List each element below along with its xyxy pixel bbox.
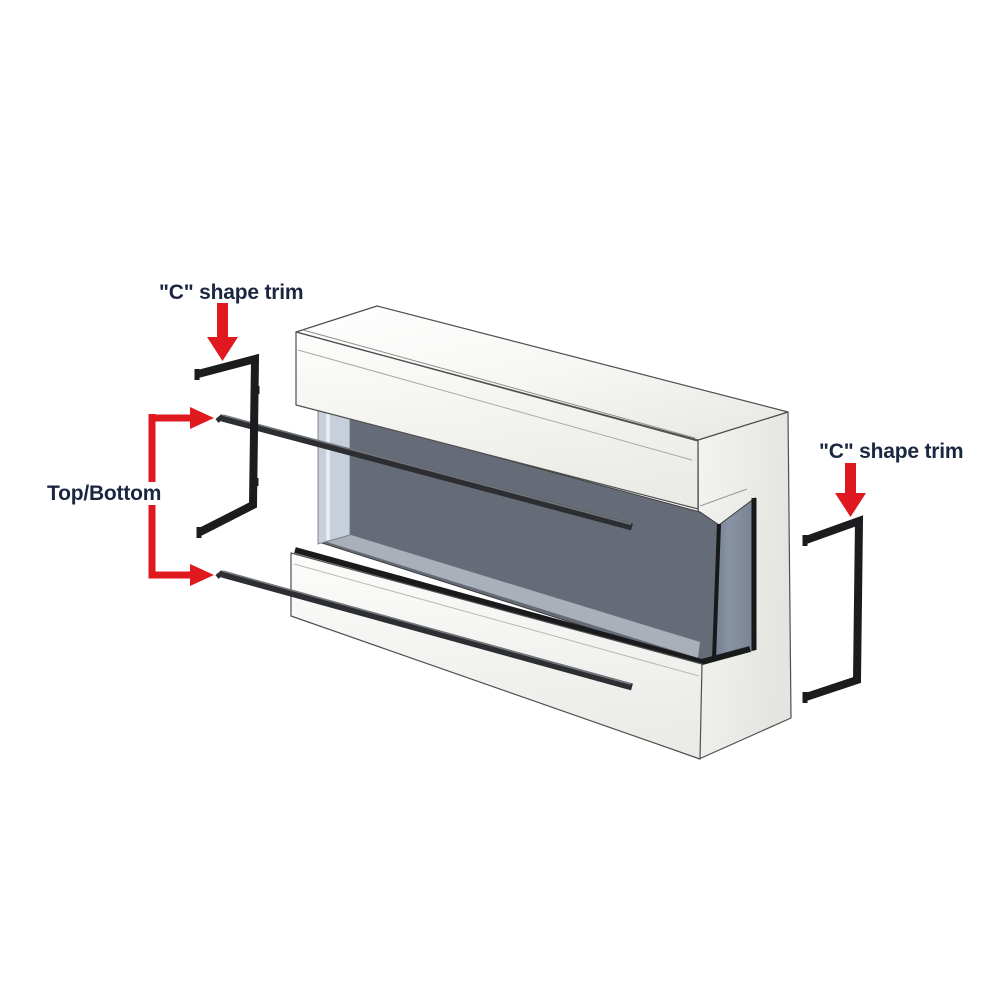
glass-bottom-frame — [294, 547, 751, 666]
top-bottom-label: Top/Bottom — [45, 482, 164, 505]
left-trim-down-arrow-icon — [207, 303, 238, 361]
left-c-trim — [194, 353, 260, 538]
bracket-bottom-arrow-icon — [148, 564, 214, 586]
header-top-face — [295, 305, 789, 441]
bracket-top-arrow-icon — [148, 407, 214, 429]
right-c-trim — [802, 515, 864, 703]
top-trim-bar — [215, 414, 633, 531]
header-front-seam — [297, 349, 693, 461]
right-trim-label: "C" shape trim — [819, 440, 964, 463]
base-sill-seam — [293, 563, 700, 677]
right-trim-down-arrow-icon — [835, 463, 866, 517]
header-top-chamfer — [302, 329, 696, 439]
glass-corner-mullion — [712, 523, 721, 660]
left-trim-label: "C" shape trim — [159, 281, 304, 304]
bottom-trim-bar — [215, 570, 633, 691]
firebox-floor — [324, 528, 700, 658]
right-panel-seam — [699, 488, 748, 507]
header-front-face — [295, 331, 699, 510]
glass-left-edge — [317, 401, 351, 545]
